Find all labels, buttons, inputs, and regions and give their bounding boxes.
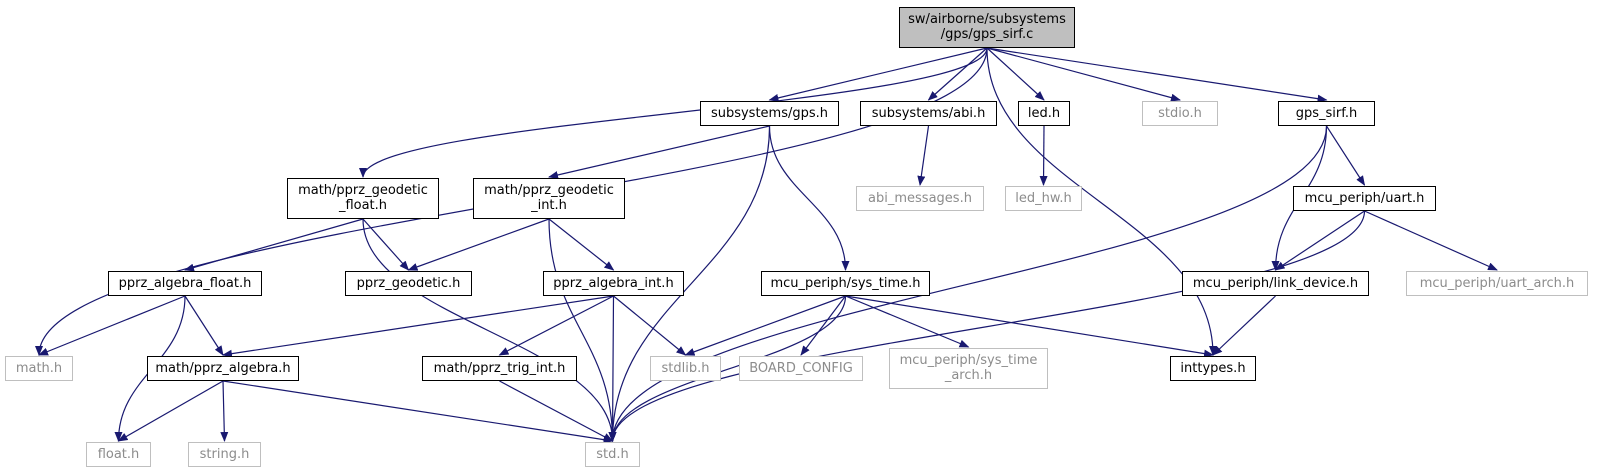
- node-float-h[interactable]: float.h: [86, 442, 151, 467]
- node-label-line: mcu_periph/sys_time.h: [770, 276, 921, 291]
- node-label-line: math.h: [15, 361, 63, 376]
- edge-uart_h-to-link_device_h: [1274, 210, 1365, 271]
- node-gps-sirf-c[interactable]: sw/airborne/subsystems /gps/gps_sirf.c: [899, 7, 1075, 48]
- node-label-line: math/pprz_algebra.h: [155, 361, 291, 376]
- node-label-line: string.h: [199, 447, 250, 462]
- node-label-line: mcu_periph/sys_time: [899, 353, 1038, 368]
- node-label-line: led.h: [1027, 106, 1061, 121]
- node-std-h[interactable]: std.h: [585, 442, 640, 467]
- edge-gps_sirf_h-to-std_h: [608, 125, 1328, 442]
- edge-gps_sirf_c-to-inttypes_h: [986, 47, 1217, 356]
- node-string-h[interactable]: string.h: [188, 442, 261, 467]
- edge-subsystems_abi_h-to-abi_messages_h: [917, 125, 930, 186]
- node-led-hw-h[interactable]: led_hw.h: [1005, 186, 1082, 211]
- node-pprz-algebra-int-h[interactable]: pprz_algebra_int.h: [543, 271, 684, 296]
- node-math-h[interactable]: math.h: [5, 356, 73, 381]
- edge-subsystems_gps_h-to-sys_time_h: [768, 125, 850, 271]
- node-label-line: /gps/gps_sirf.c: [940, 27, 1034, 42]
- edge-pprz_geodetic_int_h-to-std_h: [548, 218, 617, 442]
- node-label-line: _int.h: [531, 198, 567, 213]
- node-led-h[interactable]: led.h: [1018, 101, 1070, 126]
- edge-subsystems_gps_h-to-pprz_geodetic_int_h: [548, 125, 770, 179]
- node-label-line: math/pprz_geodetic: [484, 183, 614, 198]
- edge-gps_sirf_c-to-led_h: [986, 47, 1045, 101]
- node-label-line: stdlib.h: [661, 361, 710, 376]
- edge-gps_sirf_c-to-stdio_h: [986, 47, 1181, 102]
- node-math-pprz-trig-int-h[interactable]: math/pprz_trig_int.h: [422, 356, 577, 381]
- node-label-line: pprz_algebra_int.h: [553, 276, 674, 291]
- edge-gps_sirf_c-to-gps_sirf_h: [986, 47, 1328, 103]
- edge-pprz_algebra_int_h-to-pprz_trig_int_h: [498, 295, 614, 356]
- node-mcu-periph-sys-time-arch-h[interactable]: mcu_periph/sys_time _arch.h: [889, 348, 1048, 389]
- edge-pprz_algebra_int_h-to-std_h: [608, 295, 617, 442]
- node-mcu-periph-uart-h[interactable]: mcu_periph/uart.h: [1293, 186, 1436, 211]
- node-pprz-algebra-float-h[interactable]: pprz_algebra_float.h: [108, 271, 262, 296]
- node-label-line: gps_sirf.h: [1295, 106, 1358, 121]
- edge-gps_sirf_h-to-uart_h: [1325, 125, 1366, 186]
- node-label-line: subsystems/abi.h: [871, 106, 986, 121]
- edge-pprz_algebra_int_h-to-stdlib_h: [613, 295, 687, 356]
- node-label-line: math/pprz_geodetic: [298, 183, 428, 198]
- edge-sys_time_h-to-board_config: [800, 295, 846, 356]
- node-label-line: sw/airborne/subsystems: [908, 12, 1066, 27]
- node-gps-sirf-h[interactable]: gps_sirf.h: [1278, 101, 1375, 126]
- edge-pprz_trig_int_h-to-std_h: [499, 380, 614, 442]
- node-abi-messages-h[interactable]: abi_messages.h: [856, 186, 984, 211]
- node-math-pprz-algebra-h[interactable]: math/pprz_algebra.h: [147, 356, 299, 381]
- edge-pprz_algebra_float_h-to-pprz_algebra_h: [184, 295, 224, 356]
- edge-uart_h-to-uart_arch_h: [1364, 210, 1498, 271]
- node-pprz-geodetic-int-h[interactable]: math/pprz_geodetic _int.h: [473, 178, 625, 219]
- edge-sys_time_h-to-std_h: [608, 295, 847, 442]
- edge-gps_sirf_c-to-subsystems_gps_h: [768, 47, 988, 102]
- edge-uart_h-to-std_h: [608, 210, 1366, 442]
- edge-gps_sirf_c-to-subsystems_abi_h: [927, 47, 988, 101]
- edge-sys_time_h-to-inttypes_h: [845, 295, 1214, 358]
- edge-pprz_geodetic_int_h-to-pprz_algebra_int_h: [548, 218, 615, 271]
- node-pprz-geodetic-float-h[interactable]: math/pprz_geodetic _float.h: [287, 178, 439, 219]
- node-subsystems-abi-h[interactable]: subsystems/abi.h: [860, 101, 997, 126]
- edge-pprz_geodetic_float_h-to-std_h: [362, 218, 617, 442]
- node-label-line: inttypes.h: [1180, 361, 1246, 376]
- edge-link_device_h-to-inttypes_h: [1212, 295, 1276, 356]
- node-label-line: mcu_periph/link_device.h: [1192, 276, 1359, 291]
- edge-pprz_algebra_h-to-std_h: [222, 380, 614, 444]
- node-mcu-periph-uart-arch-h[interactable]: mcu_periph/uart_arch.h: [1406, 271, 1588, 296]
- node-label-line: mcu_periph/uart_arch.h: [1419, 276, 1575, 291]
- edge-led_h-to-led_hw_h: [1039, 125, 1048, 186]
- edge-pprz_geodetic_float_h-to-pprz_algebra_float_h: [184, 218, 364, 272]
- node-label-line: mcu_periph/uart.h: [1304, 191, 1425, 206]
- node-label-line: subsystems/gps.h: [710, 106, 829, 121]
- node-label-line: pprz_geodetic.h: [356, 276, 461, 291]
- node-mcu-periph-sys-time-h[interactable]: mcu_periph/sys_time.h: [761, 271, 930, 296]
- node-pprz-geodetic-h[interactable]: pprz_geodetic.h: [345, 271, 472, 296]
- node-label-line: _arch.h: [944, 368, 993, 383]
- node-label-line: _float.h: [338, 198, 388, 213]
- node-label-line: stdio.h: [1158, 106, 1202, 121]
- edge-pprz_algebra_h-to-string_h: [220, 380, 229, 442]
- node-stdio-h[interactable]: stdio.h: [1142, 101, 1218, 126]
- edge-gps_sirf_c-to-pprz_geodetic_float_h: [359, 47, 988, 178]
- edge-pprz_algebra_int_h-to-pprz_algebra_h: [222, 295, 614, 358]
- node-board-config[interactable]: BOARD_CONFIG: [739, 356, 863, 381]
- node-label-line: std.h: [596, 447, 629, 462]
- node-label-line: led_hw.h: [1015, 191, 1072, 206]
- edge-subsystems_gps_h-to-std_h: [608, 125, 771, 442]
- node-stdlib-h[interactable]: stdlib.h: [650, 356, 721, 381]
- node-label-line: float.h: [97, 447, 140, 462]
- node-label-line: math/pprz_trig_int.h: [433, 361, 566, 376]
- node-label-line: pprz_algebra_float.h: [118, 276, 252, 291]
- edge-pprz_geodetic_float_h-to-pprz_geodetic_h: [362, 218, 410, 271]
- node-subsystems-gps-h[interactable]: subsystems/gps.h: [700, 101, 839, 126]
- edge-pprz_algebra_float_h-to-math_h: [38, 295, 186, 356]
- edge-pprz_algebra_h-to-float_h: [117, 380, 224, 442]
- edge-pprz_geodetic_int_h-to-pprz_geodetic_h: [407, 218, 550, 271]
- node-inttypes-h[interactable]: inttypes.h: [1170, 356, 1256, 381]
- edge-sys_time_h-to-sys_time_arch_h: [845, 295, 970, 348]
- node-label-line: abi_messages.h: [868, 191, 972, 206]
- edge-sys_time_h-to-stdlib_h: [684, 295, 846, 356]
- node-mcu-periph-link-device-h[interactable]: mcu_periph/link_device.h: [1182, 271, 1369, 296]
- node-label-line: BOARD_CONFIG: [749, 361, 853, 376]
